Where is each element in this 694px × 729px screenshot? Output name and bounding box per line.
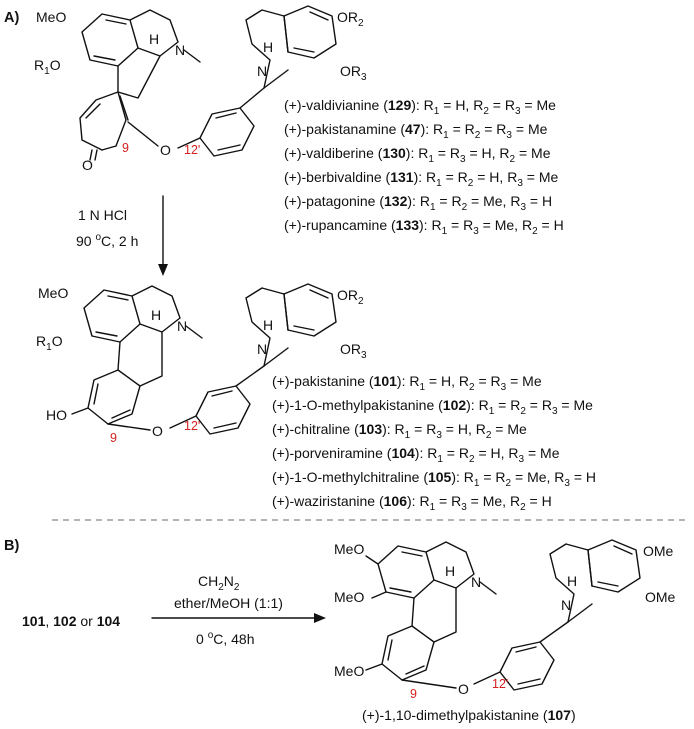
mid-h-right: H bbox=[263, 317, 273, 333]
top-position-9: 9 bbox=[122, 141, 129, 155]
compound-129: (+)-valdivianine (129): R1 = H, R2 = R3 … bbox=[284, 97, 556, 117]
arrow-b bbox=[151, 613, 326, 623]
compound-47: (+)-pakistanamine (47): R1 = R2 = R3 = M… bbox=[284, 121, 548, 141]
product-n-right: N bbox=[561, 597, 571, 613]
top-ring-a bbox=[81, 13, 139, 67]
top-position-12: 12' bbox=[184, 143, 200, 157]
top-ketone-o: O bbox=[82, 157, 93, 173]
compound-106: (+)-waziristanine (106): R1 = R3 = Me, R… bbox=[272, 493, 552, 513]
top-h-right: H bbox=[263, 39, 273, 55]
compound-130: (+)-valdiberine (130): R1 = R3 = H, R2 =… bbox=[284, 145, 551, 165]
top-r1o: R1O bbox=[34, 57, 61, 77]
arrow-a bbox=[158, 195, 168, 276]
top-n-left: N bbox=[175, 42, 185, 58]
reagent-temp-b: 0 oC, 48h bbox=[196, 630, 255, 647]
product-position-9: 9 bbox=[410, 687, 417, 701]
top-meo: MeO bbox=[36, 9, 66, 25]
panel-a-label: A) bbox=[4, 10, 19, 26]
product-ether-o: O bbox=[458, 681, 469, 697]
mid-ether-o: O bbox=[152, 423, 163, 439]
mid-ho: HO bbox=[46, 407, 67, 423]
compound-104: (+)-porveniramine (104): R1 = R2 = H, R3… bbox=[272, 445, 560, 465]
product-meo-3: MeO bbox=[334, 663, 364, 679]
mid-ring-a bbox=[83, 289, 141, 343]
product-meo-1: MeO bbox=[334, 541, 364, 557]
compound-131: (+)-berbivaldine (131): R1 = R2 = H, R3 … bbox=[284, 169, 558, 189]
top-or3: OR3 bbox=[340, 63, 367, 83]
top-ether-o: O bbox=[160, 142, 171, 158]
mid-h-left: H bbox=[151, 307, 161, 323]
top-h-left: H bbox=[149, 31, 159, 47]
mid-meo: MeO bbox=[38, 285, 68, 301]
reagent-diazomethane: CH2N2 bbox=[198, 573, 240, 593]
mid-n-right: N bbox=[257, 341, 267, 357]
compound-101: (+)-pakistanine (101): R1 = H, R2 = R3 =… bbox=[272, 373, 542, 393]
product-meo-2: MeO bbox=[334, 589, 364, 605]
compound-103: (+)-chitraline (103): R1 = R3 = H, R2 = … bbox=[272, 421, 527, 441]
top-compound-list: (+)-valdivianine (129): R1 = H, R2 = R3 … bbox=[284, 97, 564, 237]
top-n-right: N bbox=[257, 63, 267, 79]
mid-position-12: 12' bbox=[184, 419, 200, 433]
reagent-solvent: ether/MeOH (1:1) bbox=[174, 595, 283, 611]
mid-n-left: N bbox=[177, 318, 187, 334]
product-h-right: H bbox=[567, 573, 577, 589]
reagent-hcl: 1 N HCl bbox=[78, 207, 127, 223]
panel-b-label: B) bbox=[4, 538, 19, 554]
product-ome-2: OMe bbox=[645, 589, 676, 605]
mid-or3: OR3 bbox=[340, 341, 367, 361]
compound-132: (+)-patagonine (132): R1 = R2 = Me, R3 =… bbox=[284, 193, 552, 213]
middle-structure bbox=[71, 283, 337, 435]
compound-102: (+)-1-O-methylpakistanine (102): R1 = R2… bbox=[272, 397, 593, 417]
panel-b-starting-materials: 101, 102 or 104 bbox=[22, 613, 120, 629]
mid-position-9: 9 bbox=[110, 431, 117, 445]
mid-r1o: R1O bbox=[36, 333, 63, 353]
reagent-temp-a: 90 oC, 2 h bbox=[76, 232, 138, 249]
bottom-compound-list: (+)-pakistanine (101): R1 = H, R2 = R3 =… bbox=[272, 373, 596, 513]
product-n-left: N bbox=[471, 574, 481, 590]
compound-133: (+)-rupancamine (133): R1 = R3 = Me, R2 … bbox=[284, 217, 564, 237]
compound-105: (+)-1-O-methylchitraline (105): R1 = R2 … bbox=[272, 469, 596, 489]
product-h-left: H bbox=[445, 563, 455, 579]
product-ome-1: OMe bbox=[643, 543, 674, 559]
top-or2: OR2 bbox=[337, 9, 364, 29]
top-structure bbox=[79, 5, 337, 161]
product-structure bbox=[365, 539, 641, 691]
mid-or2: OR2 bbox=[337, 287, 364, 307]
product-position-12: 12' bbox=[492, 677, 508, 691]
product-name: (+)-1,10-dimethylpakistanine (107) bbox=[362, 707, 576, 723]
